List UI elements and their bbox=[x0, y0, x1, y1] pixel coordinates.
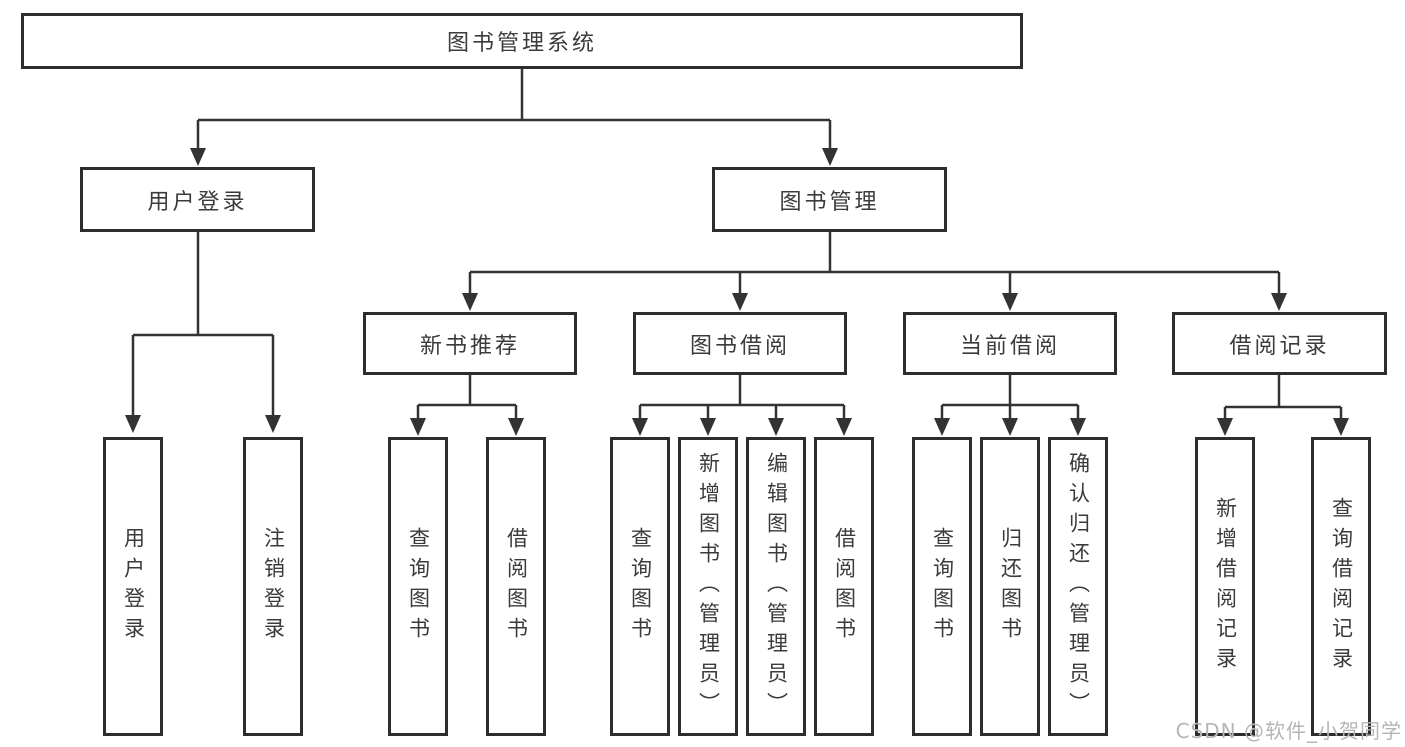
node-edit-books-admin: 编辑图书（管理员） bbox=[746, 437, 806, 736]
node-query-borrow-record: 查询借阅记录 bbox=[1311, 437, 1371, 736]
node-logout-login: 注销登录 bbox=[243, 437, 303, 736]
node-add-borrow-record: 新增借阅记录 bbox=[1195, 437, 1255, 736]
node-borrow-books-borrow: 借阅图书 bbox=[814, 437, 874, 736]
node-book-management-system: 图书管理系统 bbox=[21, 13, 1023, 69]
node-query-books-recommend: 查询图书 bbox=[388, 437, 448, 736]
node-user-login-group: 用户登录 bbox=[80, 167, 315, 232]
node-add-books-admin: 新增图书（管理员） bbox=[678, 437, 738, 736]
node-current-borrow: 当前借阅 bbox=[903, 312, 1117, 375]
node-book-borrow: 图书借阅 bbox=[633, 312, 847, 375]
node-borrow-records: 借阅记录 bbox=[1172, 312, 1387, 375]
node-query-books-current: 查询图书 bbox=[912, 437, 972, 736]
node-confirm-return-admin: 确认归还（管理员） bbox=[1048, 437, 1108, 736]
node-query-books-borrow: 查询图书 bbox=[610, 437, 670, 736]
node-book-management: 图书管理 bbox=[712, 167, 947, 232]
node-new-book-recommend: 新书推荐 bbox=[363, 312, 577, 375]
node-return-books: 归还图书 bbox=[980, 437, 1040, 736]
node-borrow-books-recommend: 借阅图书 bbox=[486, 437, 546, 736]
csdn-watermark: CSDN @软件_小贺同学 bbox=[1175, 719, 1402, 743]
node-user-login: 用户登录 bbox=[103, 437, 163, 736]
